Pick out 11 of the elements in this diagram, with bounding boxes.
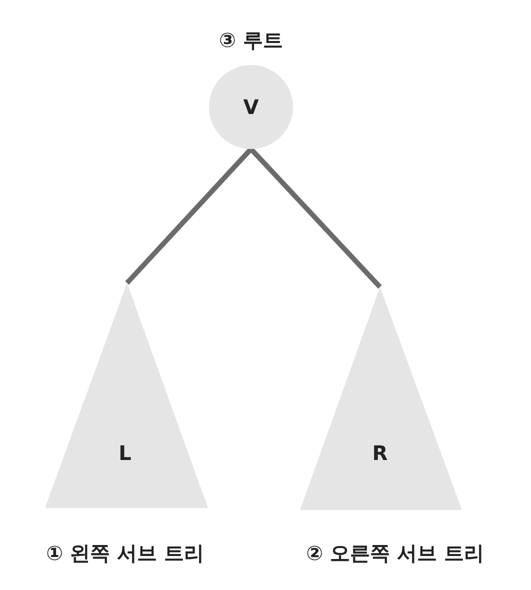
root-circle — [209, 65, 293, 149]
subtree-triangle — [45, 283, 208, 508]
node-letter: R — [372, 443, 388, 463]
node-letter: L — [118, 443, 132, 463]
connector-line — [249, 147, 382, 289]
subtree-caption: ② 오른쪽 서브 트리 — [306, 543, 484, 563]
subtree-caption: ① 왼쪽 서브 트리 — [46, 543, 204, 563]
node-letter: V — [243, 97, 259, 117]
connector-line — [125, 147, 253, 285]
root-caption: ③ 루트 — [219, 30, 283, 50]
subtree-triangle — [300, 287, 462, 510]
